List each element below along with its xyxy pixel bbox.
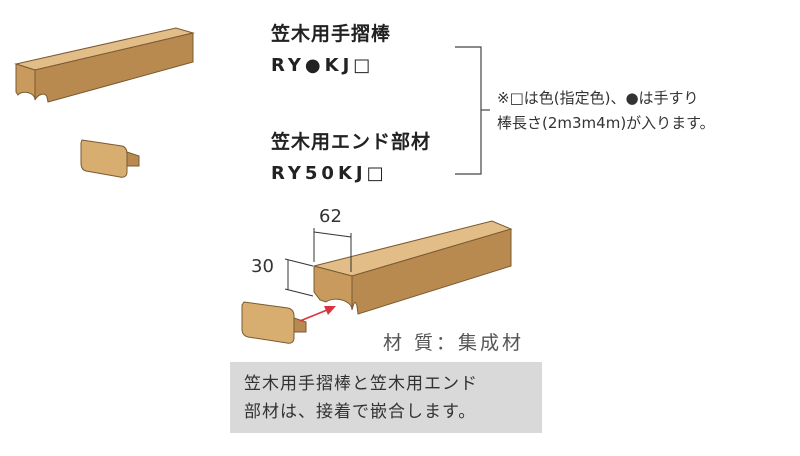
width-dimension-lines [313,228,352,272]
end-piece-small-tongue [126,151,140,167]
insertion-arrow [299,306,336,322]
end-piece-product-code: RY50KJ□ [271,163,388,184]
end-piece-product-name: 笠木用エンド部材 [271,131,432,153]
height-dimension-label: 30 [251,256,274,277]
end-piece-small-cap [80,139,128,178]
height-dimension-lines [284,258,314,297]
note-text: ※□は色(指定色)、●は手すり 棒長さ(2m3m4m)が入ります。 [497,86,715,136]
handrail-large-side [351,228,512,315]
note-line-1: ※□は色(指定色)、●は手すり [497,89,699,107]
caption-line-2: 部材は、接着で嵌合します。 [244,402,477,422]
handrail-large-illustration [313,220,513,315]
width-dimension-label: 62 [319,206,342,227]
end-piece-large-cap [241,301,295,344]
handrail-small-side [34,32,194,103]
caption-box: 笠木用手摺棒と笠木用エンド 部材は、接着で嵌合します。 [230,362,542,433]
bracket [455,46,490,175]
end-piece-small-illustration [80,139,140,178]
handrail-product-code: RY●KJ□ [271,55,375,76]
caption-line-1: 笠木用手摺棒と笠木用エンド [244,374,478,394]
material-label: 材 質：集成材 [383,332,525,354]
end-piece-large-illustration [241,301,307,344]
end-piece-large-tongue [293,317,307,333]
note-line-2: 棒長さ(2m3m4m)が入ります。 [497,114,715,132]
handrail-product-name: 笠木用手摺棒 [271,23,392,45]
handrail-small-illustration [14,27,195,103]
handrail-small-front [15,63,36,101]
